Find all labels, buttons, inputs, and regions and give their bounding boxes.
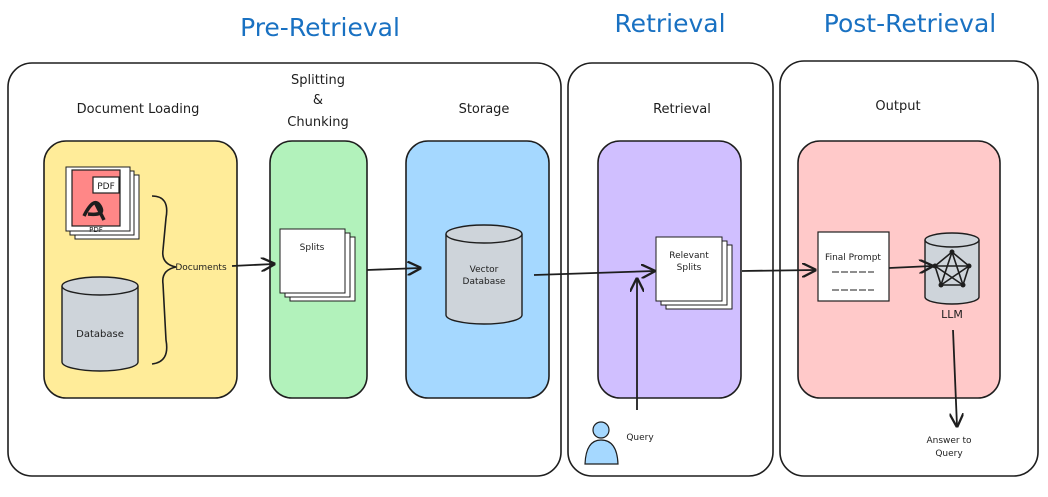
stage-label-output: Output: [875, 99, 920, 114]
llm-icon: LLM: [924, 232, 980, 321]
retrieval-container: [567, 62, 774, 477]
database-icon: Database: [61, 276, 139, 372]
arrow-splits-to-vector-db: [366, 268, 420, 270]
vector-database-icon: Vector Database: [445, 224, 523, 325]
final-prompt-node: Final Prompt: [817, 231, 890, 302]
vector-db-label-1: Vector: [470, 265, 499, 275]
pdf-icon: PDF PDF: [65, 166, 140, 240]
stage-label-splitting-1: Splitting: [291, 73, 345, 88]
answer-label-1: Answer to: [926, 436, 972, 446]
stage-label-storage: Storage: [459, 102, 510, 117]
user-icon: [584, 421, 619, 465]
stage-label-splitting-3: Chunking: [287, 115, 348, 130]
pre-retrieval-container: [7, 62, 562, 477]
documents-brace: [151, 195, 177, 365]
phase-title-post-retrieval: Post-Retrieval: [824, 9, 996, 38]
pdf-caption: PDF: [89, 226, 103, 234]
pdf-badge-label: PDF: [97, 182, 115, 192]
arrow-vector-db-to-relevant: [533, 271, 654, 275]
stage-label-splitting-2: &: [313, 93, 323, 108]
vector-db-label-2: Database: [463, 277, 506, 287]
relevant-splits-label-2: Splits: [677, 263, 702, 273]
final-prompt-label: Final Prompt: [825, 253, 881, 263]
relevant-splits-node: Relevant Splits: [655, 236, 733, 310]
relevant-splits-label-1: Relevant: [669, 251, 709, 261]
stage-label-document-loading: Document Loading: [77, 102, 200, 117]
documents-label: Documents: [175, 263, 227, 273]
phase-title-retrieval: Retrieval: [614, 9, 725, 38]
database-label: Database: [76, 329, 124, 340]
arrow-prompt-to-llm: [888, 266, 932, 268]
splits-node: Splits: [279, 228, 356, 302]
arrow-documents-to-splits: [231, 264, 274, 266]
arrow-relevant-to-prompt: [741, 270, 815, 271]
post-retrieval-container: [779, 60, 1039, 477]
stage-label-retrieval: Retrieval: [653, 102, 711, 117]
llm-label: LLM: [941, 308, 963, 321]
arrow-llm-to-answer: [953, 329, 957, 426]
phase-title-pre-retrieval: Pre-Retrieval: [240, 13, 400, 42]
splits-label: Splits: [300, 243, 325, 253]
answer-label-2: Query: [935, 449, 963, 459]
query-label: Query: [626, 433, 654, 443]
